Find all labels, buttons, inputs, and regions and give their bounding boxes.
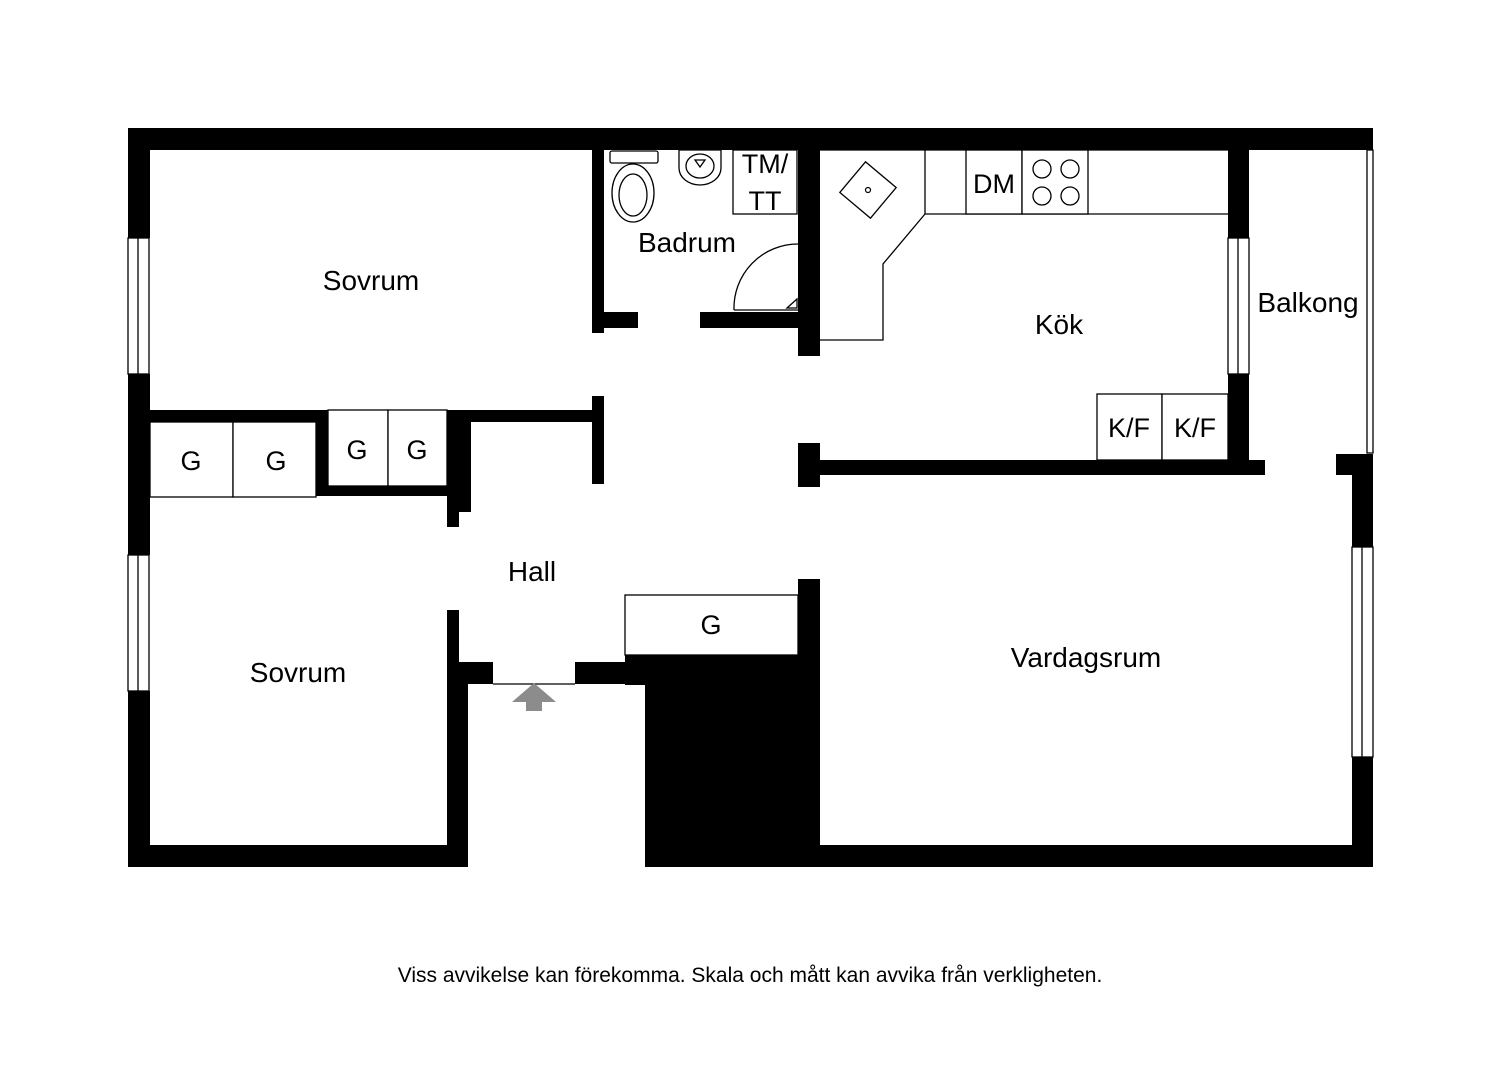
room-kok: Kök <box>1035 309 1084 340</box>
fridge-freezer-label: K/F <box>1174 413 1216 443</box>
wardrobes <box>149 409 799 656</box>
room-badrum: Badrum <box>638 227 736 258</box>
disclaimer-text: Viss avvikelse kan förekomma. Skala och … <box>397 964 1103 987</box>
fridge-freezer-1 <box>1096 393 1163 461</box>
washer-dryer <box>732 149 798 215</box>
bathroom-door-swing <box>733 243 799 311</box>
wardrobe-5 <box>624 594 799 656</box>
washer-label-line1: TM/ <box>742 149 789 179</box>
stove-burner-icon <box>1032 159 1052 179</box>
room-sovrum-top: Sovrum <box>323 265 419 296</box>
entrance-arrow-icon <box>512 683 556 711</box>
room-balkong: Balkong <box>1257 287 1358 318</box>
room-vardagsrum: Vardagsrum <box>1011 642 1161 673</box>
toilet-icon <box>611 163 655 223</box>
fridge-freezer-2 <box>1161 393 1229 461</box>
windows <box>127 149 1374 758</box>
room-labels: Sovrum Sovrum Badrum Kök Balkong Hall Va… <box>250 227 1359 688</box>
wardrobe-label: G <box>346 435 367 465</box>
balkong-railing <box>1366 149 1374 454</box>
dishwasher-label: DM <box>973 169 1015 199</box>
wardrobe-label: G <box>406 435 427 465</box>
wardrobe-4 <box>387 409 448 487</box>
stove <box>1021 149 1089 215</box>
fixture-labels: G G G G G DM TM/ TT K/F K/F <box>180 149 1216 640</box>
washer-label-line2: TT <box>749 186 782 216</box>
toilet-tank <box>609 150 659 164</box>
walls <box>128 128 1373 867</box>
dishwasher <box>965 149 1023 215</box>
entrance <box>493 683 575 711</box>
wardrobe-2 <box>232 421 317 498</box>
wardrobe-label: G <box>180 446 201 476</box>
fridge-freezer-label: K/F <box>1108 413 1150 443</box>
wardrobe-label: G <box>265 446 286 476</box>
kitchen-fixtures <box>820 149 1229 461</box>
bathroom-fixtures <box>609 149 799 311</box>
room-sovrum-bottom: Sovrum <box>250 657 346 688</box>
room-hall: Hall <box>508 556 556 587</box>
wardrobe-label: G <box>700 610 721 640</box>
wardrobe-3 <box>327 409 389 487</box>
